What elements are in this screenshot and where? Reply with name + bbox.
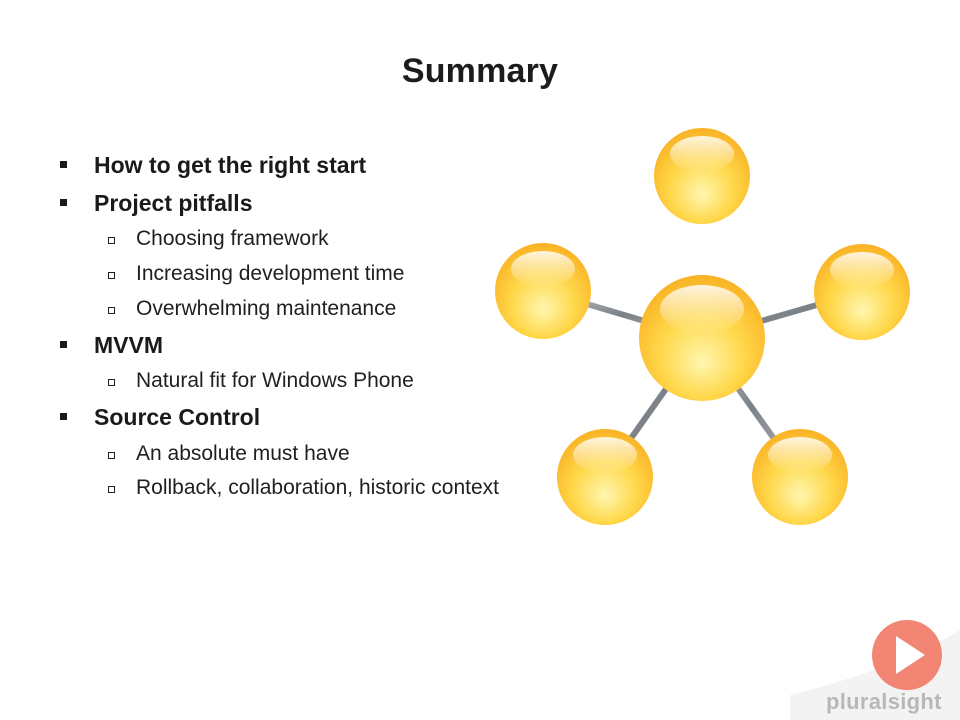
outer-node [557,429,653,525]
sub-bullet-text: Overwhelming maintenance [136,297,397,320]
square-bullet-icon [60,341,67,348]
sub-bullet-item: Overwhelming maintenance [108,297,397,321]
slide-title: Summary [401,52,559,90]
sub-bullet-text: Increasing development time [136,262,405,285]
square-bullet-icon [60,413,67,420]
bullet-text: How to get the right start [94,152,367,178]
outer-node [814,244,910,340]
hollow-square-bullet-icon [108,486,115,493]
outer-node [752,429,848,525]
sub-bullet-text: Natural fit for Windows Phone [136,369,414,392]
bullet-text: Source Control [94,404,261,430]
hollow-square-bullet-icon [108,379,115,386]
square-bullet-icon [60,161,67,168]
hollow-square-bullet-icon [108,237,115,244]
bullet-item: Source Control [60,404,261,431]
bullet-item: How to get the right start [60,152,367,179]
bullet-item: MVVM [60,332,163,359]
hub-node [639,275,765,401]
pluralsight-logo[interactable] [790,600,960,720]
bullet-item: Project pitfalls [60,190,253,217]
sub-bullet-text: An absolute must have [136,442,350,465]
sub-bullet-item: Choosing framework [108,227,329,251]
bullet-text: MVVM [94,332,163,358]
sub-bullet-item: An absolute must have [108,442,350,466]
play-icon [896,636,925,674]
square-bullet-icon [60,199,67,206]
sub-bullet-item: Rollback, collaboration, historic contex… [108,476,500,500]
sub-bullet-text: Choosing framework [136,227,329,250]
sub-bullet-text: Rollback, collaboration, historic contex… [136,476,500,499]
hollow-square-bullet-icon [108,307,115,314]
hub-and-spoke-diagram [495,128,910,525]
sub-bullet-item: Increasing development time [108,262,405,286]
hollow-square-bullet-icon [108,272,115,279]
sub-bullet-item: Natural fit for Windows Phone [108,369,414,393]
hollow-square-bullet-icon [108,452,115,459]
logo-text: pluralsight [826,689,942,714]
bullet-text: Project pitfalls [94,190,253,216]
outer-node [654,128,750,224]
outer-node [495,243,591,339]
